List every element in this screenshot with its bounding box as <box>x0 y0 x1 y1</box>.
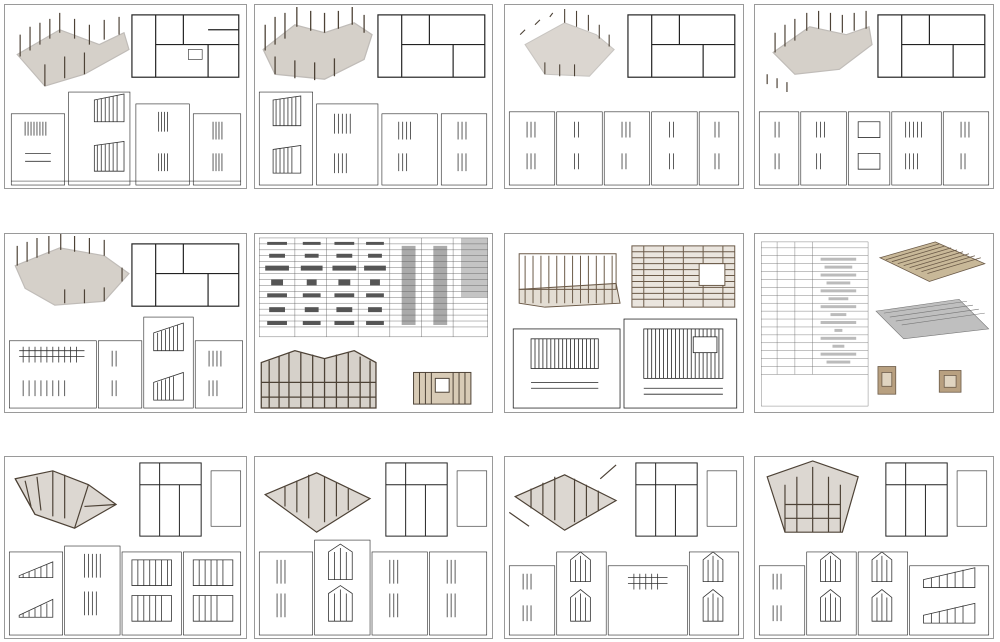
roof-truss-3d <box>508 464 618 531</box>
drawing-sheet-9[interactable] <box>4 456 247 639</box>
subfloor-3d <box>875 298 990 340</box>
wall-elevations <box>508 111 740 186</box>
floor-plan <box>139 462 242 537</box>
framing-3d-model <box>766 10 873 93</box>
wall-elevations <box>508 551 740 636</box>
joist-hanger-details <box>877 366 962 395</box>
sheet-12-drawing <box>758 460 990 636</box>
drawing-sheet-11[interactable] <box>504 456 744 639</box>
floor-plan <box>377 14 486 78</box>
floor-system-3d <box>878 241 986 282</box>
wall-elevations <box>758 551 990 636</box>
cut-list-bars <box>265 237 488 325</box>
framing-3d-model <box>519 8 615 77</box>
floor-plan <box>131 14 240 78</box>
material-spec-bars <box>820 257 857 364</box>
drawing-sheet-5[interactable] <box>4 233 247 413</box>
joist-3d-left <box>518 253 621 308</box>
sheet-6-drawing <box>259 237 488 409</box>
sheet-5-drawing <box>9 234 243 409</box>
sheet-8-drawing <box>761 241 990 407</box>
sheet-10-drawing <box>258 462 488 636</box>
drawing-sheet-10[interactable] <box>254 456 493 639</box>
drawing-sheet-7[interactable] <box>504 233 744 413</box>
material-spec-table <box>761 241 869 407</box>
wall-detail <box>413 371 472 405</box>
drawing-sheet-2[interactable] <box>254 4 493 189</box>
wall-elevations <box>258 91 488 186</box>
wall-elevations <box>9 316 243 409</box>
sheet-11-drawing <box>508 462 740 636</box>
sheet-4-drawing <box>758 10 990 186</box>
drawing-sheet-3[interactable] <box>504 4 744 189</box>
joist-plan-left <box>512 328 621 409</box>
drawing-sheet-12[interactable] <box>754 456 994 639</box>
sheet-7-drawing <box>512 245 738 409</box>
roof-truss-3d <box>264 472 372 533</box>
framing-render <box>260 350 377 409</box>
floor-plan <box>131 243 240 307</box>
sheet-1-drawing <box>10 12 242 186</box>
wall-elevations <box>8 545 242 636</box>
drawing-sheet-4[interactable] <box>754 4 994 189</box>
floor-plan <box>885 462 988 537</box>
drawing-sheet-8[interactable] <box>754 233 994 413</box>
drawing-sheet-6[interactable] <box>254 233 493 413</box>
floor-plan <box>877 14 986 78</box>
framing-3d-model <box>14 234 130 306</box>
sheet-3-drawing <box>508 8 740 186</box>
framing-3d-model <box>16 12 130 87</box>
joist-3d-right <box>631 245 736 308</box>
framing-3d-model <box>262 6 373 81</box>
roof-truss-3d <box>14 470 118 529</box>
floor-plan <box>627 14 736 78</box>
drawing-sheet-1[interactable] <box>4 4 247 189</box>
wall-elevations <box>258 539 488 636</box>
floor-plan <box>385 462 488 537</box>
roof-truss-3d <box>766 460 859 533</box>
floor-plan <box>635 462 738 537</box>
wall-elevations <box>758 111 990 186</box>
wall-elevations <box>10 91 242 186</box>
joist-plan-right <box>623 318 738 409</box>
sheet-2-drawing <box>258 6 488 186</box>
sheet-9-drawing <box>8 462 242 636</box>
